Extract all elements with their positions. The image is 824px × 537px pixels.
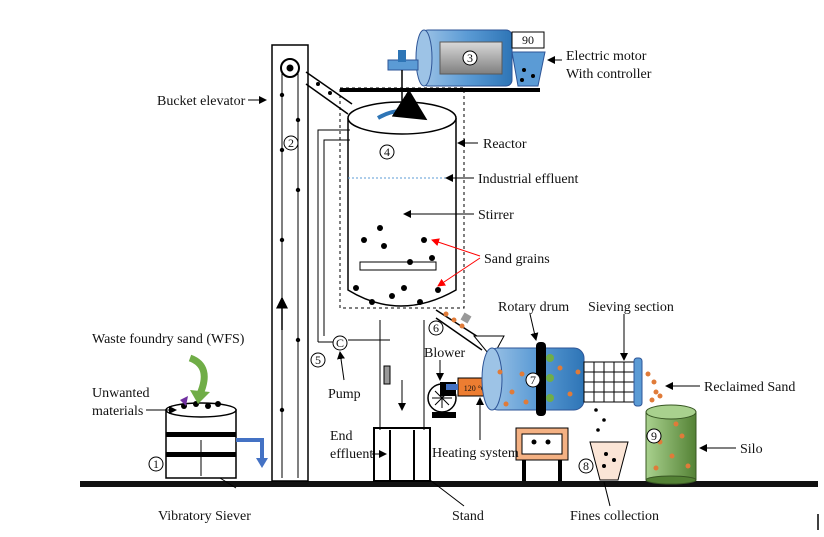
label-pointers — [146, 56, 736, 507]
ground-line — [80, 481, 818, 487]
label-unwanted: Unwanted — [92, 386, 150, 401]
component-number-8: 8 — [578, 458, 594, 474]
motor-controller: 90 — [511, 31, 546, 87]
label-with-controller: With controller — [566, 67, 652, 82]
reactor-outlet — [379, 320, 425, 430]
label-reclaimed-sand: Reclaimed Sand — [704, 380, 795, 395]
component-number-7: 7 — [525, 372, 541, 388]
svg-text:3: 3 — [467, 51, 473, 65]
svg-text:1: 1 — [153, 457, 159, 471]
sand-grains-arrow-2 — [437, 257, 481, 287]
siever-to-elevator-arrow — [236, 438, 264, 460]
svg-text:7: 7 — [530, 373, 536, 387]
label-rotary-drum: Rotary drum — [498, 300, 569, 315]
label-vibratory-siever: Vibratory Siever — [158, 509, 251, 524]
sand-grains-in-reactor — [353, 225, 441, 305]
reactor-vessel — [347, 89, 457, 307]
label-sand-grains: Sand grains — [484, 252, 550, 267]
svg-text:8: 8 — [583, 459, 589, 473]
component-number-5: 5 — [310, 352, 326, 368]
reclaimed-sand-stream — [645, 371, 663, 403]
label-effluent: effluent — [330, 447, 373, 462]
component-number-9: 9 — [646, 428, 662, 444]
pump: C — [332, 335, 348, 351]
siever-to-elevator-arrowhead — [256, 458, 268, 468]
motor-display: 90 — [522, 33, 534, 47]
svg-text:C: C — [336, 336, 344, 350]
label-electric-motor: Electric motor — [566, 49, 647, 64]
sieving-section — [583, 357, 643, 407]
label-heating-system: Heating system — [432, 446, 519, 461]
label-materials: materials — [92, 404, 143, 419]
wfs-arrowhead — [190, 390, 210, 404]
label-blower: Blower — [424, 346, 466, 361]
reactor-chute — [435, 309, 505, 359]
component-number-2: 2 — [283, 135, 299, 151]
wfs-arrow — [188, 354, 208, 396]
drum-stand — [515, 427, 569, 481]
vibratory-siever — [165, 396, 237, 479]
component-number-3: 3 — [462, 50, 478, 66]
component-number-4: 4 — [379, 144, 395, 160]
label-pump: Pump — [328, 387, 361, 402]
bucket-elevator — [271, 44, 353, 482]
svg-text:2: 2 — [288, 136, 294, 150]
label-stirrer: Stirrer — [478, 208, 514, 223]
label-fines-collection: Fines collection — [570, 509, 659, 524]
svg-text:4: 4 — [384, 145, 390, 159]
label-bucket-elevator: Bucket elevator — [157, 94, 246, 109]
label-reactor: Reactor — [483, 137, 527, 152]
component-number-1: 1 — [148, 456, 164, 472]
rotary-drum — [481, 342, 585, 416]
label-industrial-effluent: Industrial effluent — [478, 172, 579, 187]
svg-text:9: 9 — [651, 429, 657, 443]
sand-grains-arrow-1 — [431, 238, 481, 257]
recirculation-pipes — [317, 129, 390, 343]
motor-platform — [340, 88, 540, 92]
component-number-6: 6 — [428, 320, 444, 336]
svg-text:6: 6 — [433, 321, 439, 335]
label-stand: Stand — [452, 509, 484, 524]
fines-collection-container — [589, 441, 629, 481]
svg-text:5: 5 — [315, 353, 321, 367]
label-silo: Silo — [740, 442, 763, 457]
fines-stream — [594, 408, 606, 432]
heater-display: 120 °C — [464, 384, 487, 393]
label-end: End — [330, 429, 353, 444]
label-waste-foundry-sand: Waste foundry sand (WFS) — [92, 332, 245, 347]
silo — [645, 404, 697, 485]
label-sieving-section: Sieving section — [588, 300, 674, 315]
